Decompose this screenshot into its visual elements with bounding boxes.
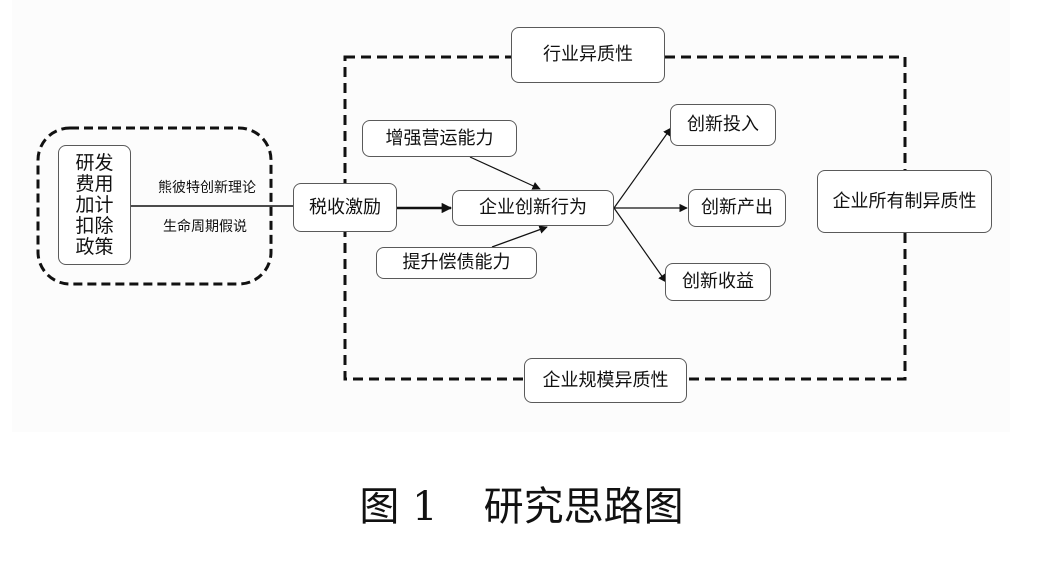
solvency-to-behavior-arrow (491, 225, 548, 248)
caption-title: 研究思路图 (483, 484, 684, 530)
rd-deduction-policy-box: 研发 费用 加计 扣除 政策 (58, 145, 131, 265)
operating-to-behavior-arrow (469, 156, 541, 190)
innovation-input-box: 创新投入 (670, 104, 776, 146)
schumpeter-theory-label: 熊彼特创新理论 (158, 180, 256, 196)
operating-capability-box: 增强营运能力 (362, 120, 517, 157)
innovation-output-box: 创新产出 (688, 189, 786, 227)
innovation-behavior-box: 企业创新行为 (452, 190, 614, 226)
ownership-heterogeneity-box: 企业所有制异质性 (817, 170, 992, 233)
firm-size-heterogeneity-box: 企业规模异质性 (524, 358, 687, 403)
solvency-capability-box: 提升偿债能力 (376, 247, 537, 279)
behavior-to-revenue-arrow (613, 207, 667, 283)
life-cycle-hypothesis-label: 生命周期假说 (163, 219, 247, 235)
policy-line-4: 扣除 (75, 214, 114, 237)
innovation-revenue-box: 创新收益 (665, 263, 771, 301)
policy-line-3: 加计 (75, 193, 114, 216)
policy-group-dashed-border (36, 126, 273, 286)
policy-line-5: 政策 (75, 235, 114, 258)
figure-caption: 图 1 研究思路图 (0, 482, 1043, 532)
behavior-to-input-arrow (613, 127, 672, 209)
policy-line-2: 费用 (75, 172, 114, 195)
policy-line-1: 研发 (75, 151, 114, 174)
tax-incentive-box: 税收激励 (293, 183, 397, 232)
industry-heterogeneity-box: 行业异质性 (511, 27, 665, 83)
caption-number: 图 1 (359, 484, 438, 530)
